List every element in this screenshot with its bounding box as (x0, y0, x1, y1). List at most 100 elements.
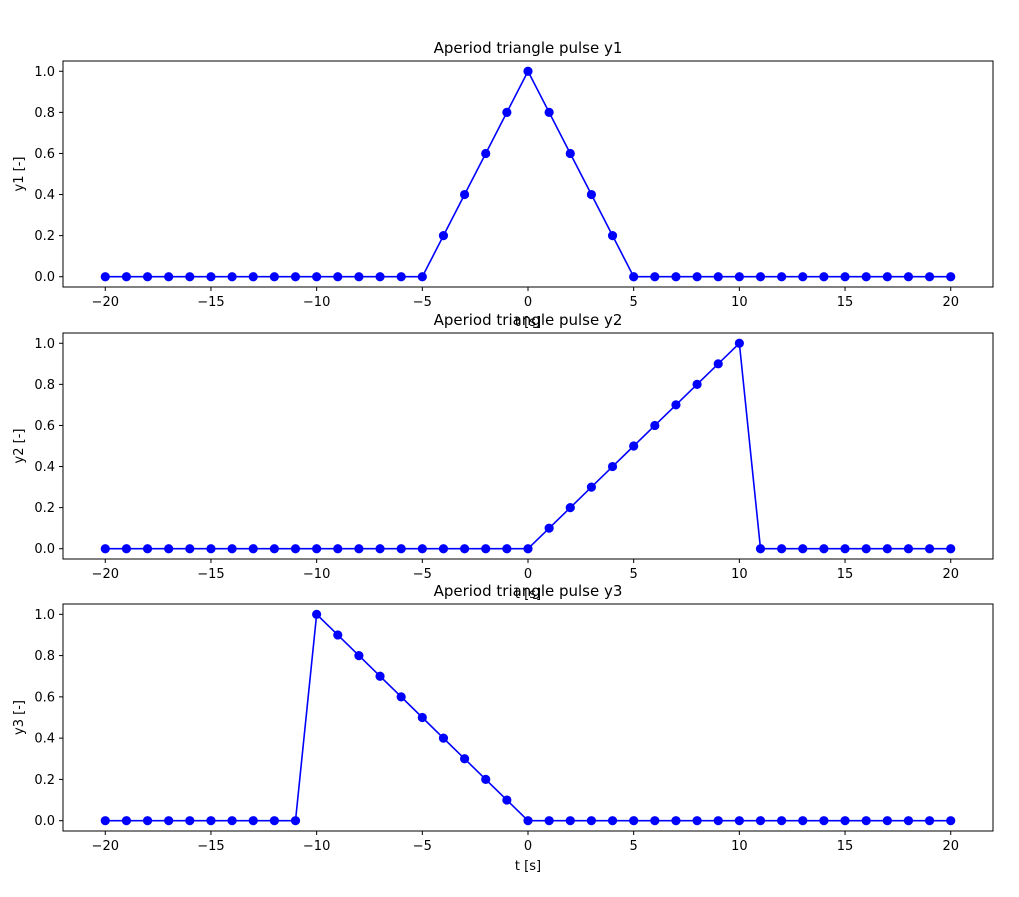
data-point (903, 544, 914, 554)
x-tick-label: 20 (942, 839, 959, 854)
y-tick-label: 0.0 (34, 814, 55, 829)
data-point (185, 544, 195, 554)
data-point (671, 400, 681, 410)
x-tick-label: 5 (630, 567, 638, 582)
data-point (882, 272, 892, 282)
y-tick-label: 0.2 (34, 773, 55, 788)
data-point (544, 523, 554, 533)
x-tick-label: −20 (92, 567, 119, 582)
data-point (777, 816, 787, 826)
data-point (290, 544, 301, 554)
data-point (565, 148, 575, 159)
data-point (692, 816, 702, 826)
data-point (164, 544, 174, 554)
x-tick-label: −15 (197, 567, 224, 582)
data-point (840, 272, 850, 282)
data-point (375, 272, 385, 282)
data-point (248, 544, 258, 554)
data-point (396, 272, 406, 282)
data-point (438, 231, 449, 241)
x-tick-label: 5 (630, 839, 638, 854)
data-point (713, 816, 723, 826)
data-point (269, 544, 279, 554)
data-point (607, 816, 618, 826)
data-point (586, 482, 597, 492)
data-point (586, 816, 597, 826)
data-point (924, 272, 935, 282)
data-point (650, 272, 660, 282)
x-tick-label: 20 (942, 295, 959, 310)
x-tick-label: 0 (524, 567, 532, 582)
data-point (798, 272, 808, 282)
data-point (354, 544, 364, 554)
data-point (544, 816, 554, 826)
data-point (734, 338, 744, 348)
data-point (650, 816, 660, 826)
chart-title: Aperiod triangle pulse y1 (434, 39, 623, 57)
data-point (798, 816, 808, 826)
data-point (333, 544, 343, 554)
data-point (417, 712, 427, 723)
data-point (312, 544, 322, 554)
data-point (269, 816, 279, 826)
data-point (840, 816, 850, 826)
data-point (375, 671, 385, 681)
data-point (502, 795, 512, 805)
x-tick-label: 20 (942, 567, 959, 582)
y-tick-label: 0.6 (34, 147, 55, 162)
data-point (798, 544, 808, 554)
data-point (142, 816, 153, 826)
data-point (248, 272, 258, 282)
x-tick-label: −10 (303, 295, 330, 310)
data-point (565, 503, 575, 513)
x-tick-label: 10 (731, 295, 748, 310)
data-point (629, 441, 639, 451)
y-tick-label: 0.0 (34, 270, 55, 285)
y-axis-label: y1 [-] (12, 157, 27, 192)
x-tick-label: −20 (92, 839, 119, 854)
x-tick-label: 10 (731, 839, 748, 854)
data-point (671, 272, 681, 282)
data-point (502, 544, 512, 554)
data-point (861, 272, 871, 282)
x-tick-label: 10 (731, 567, 748, 582)
data-point (502, 107, 512, 117)
x-tick-label: 15 (837, 567, 854, 582)
data-point (333, 272, 343, 282)
data-point (481, 148, 491, 159)
data-point (185, 816, 195, 826)
y-tick-label: 0.6 (34, 419, 55, 434)
data-point (227, 544, 237, 554)
x-axis-label: t [s] (515, 315, 541, 330)
y-tick-label: 0.4 (34, 188, 55, 203)
data-point (755, 544, 766, 554)
y-tick-label: 0.8 (34, 378, 55, 393)
y-tick-label: 1.0 (34, 65, 55, 80)
data-point (459, 754, 470, 764)
data-point (692, 272, 702, 282)
x-tick-label: −15 (197, 839, 224, 854)
y-tick-label: 0.8 (34, 106, 55, 121)
data-point (565, 816, 575, 826)
data-point (312, 609, 322, 619)
x-tick-label: −20 (92, 295, 119, 310)
data-point (100, 816, 110, 826)
data-point (523, 816, 533, 826)
data-point (650, 420, 660, 431)
data-point (903, 816, 914, 826)
data-point (861, 544, 871, 554)
y-tick-label: 1.0 (34, 337, 55, 352)
data-point (903, 272, 914, 282)
data-point (333, 630, 343, 640)
data-point (142, 272, 153, 282)
data-point (438, 544, 449, 554)
data-point (290, 272, 301, 282)
y-tick-label: 0.4 (34, 460, 55, 475)
data-point (121, 272, 132, 282)
data-point (734, 816, 744, 826)
x-axis-label: t [s] (515, 587, 541, 602)
data-point (755, 816, 766, 826)
data-point (819, 816, 829, 826)
